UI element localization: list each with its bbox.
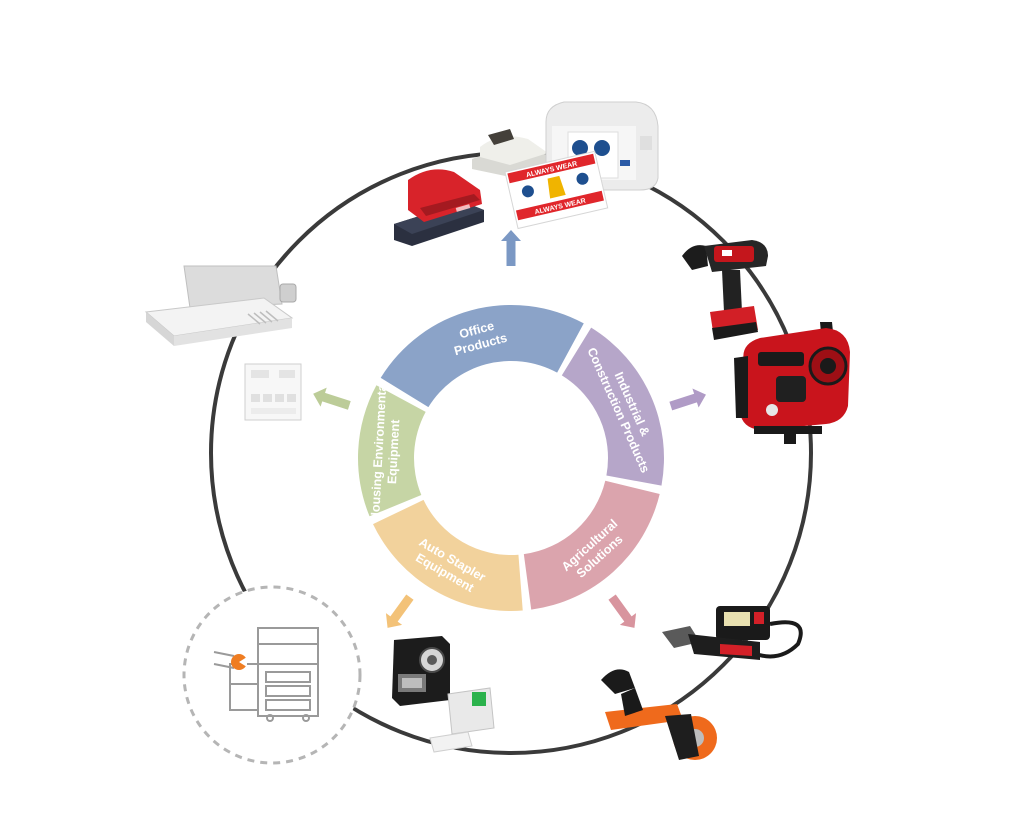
- arrow-industrial: [669, 388, 706, 411]
- electric-pruner-image: [662, 606, 803, 660]
- segment-industrial: [561, 327, 664, 486]
- control-panel-image: [244, 363, 302, 421]
- segment-label-line: Equipment: [385, 418, 402, 484]
- dashed-highlight-circle: [182, 585, 362, 765]
- segment-stapler: [373, 499, 523, 611]
- printed-label-strip: ALWAYS WEAR ALWAYS WEAR: [504, 150, 609, 230]
- stapler-red-image: [394, 169, 484, 246]
- arrow-housing: [313, 387, 351, 410]
- bathroom-ventilator-image: [144, 265, 297, 346]
- category-donut: [357, 305, 664, 611]
- segment-agricultural: [523, 480, 660, 610]
- arrow-agricultural: [608, 594, 637, 628]
- air-compressor-image: [734, 322, 850, 444]
- auto-stapler-unit-image: [392, 636, 450, 706]
- staple-cartridge-image: [429, 687, 495, 753]
- rebar-tier-tool-image: [682, 240, 768, 340]
- arrow-stapler: [385, 594, 414, 628]
- copier-highlight-notch: [239, 657, 247, 667]
- direction-arrows: [313, 230, 706, 628]
- segment-office: [380, 305, 584, 408]
- arrow-office: [501, 230, 521, 266]
- segment-housing: [357, 385, 426, 517]
- tape-tool-image: [601, 669, 717, 760]
- copier-machine-icon: [213, 627, 319, 722]
